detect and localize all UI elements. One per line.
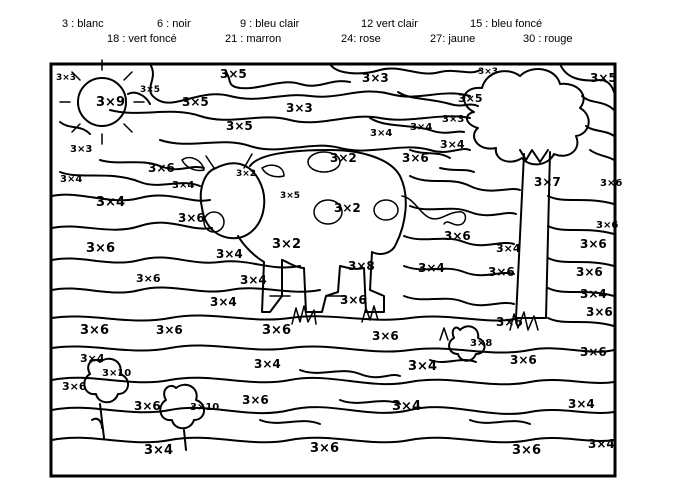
region-label: 3×6 — [262, 323, 291, 338]
region-label: 3×6 — [586, 305, 613, 319]
region-label: 3×3 — [56, 73, 76, 83]
region-label: 3×4 — [96, 195, 125, 210]
region-label: 3×6 — [512, 443, 541, 458]
region-label: 3×6 — [488, 265, 515, 279]
legend-entry-bleu-fonce: 15 : bleu foncé — [470, 18, 543, 30]
legend-entry-bleu-clair: 9 : bleu clair — [240, 18, 300, 30]
legend-entry-vert-clair: 12 vert clair — [361, 18, 418, 30]
region-label: 3×6 — [178, 211, 205, 225]
region-label: 3×5 — [140, 85, 160, 95]
picture-frame — [49, 62, 617, 478]
region-label: 3×4 — [410, 122, 432, 133]
region-label: 3×2 — [236, 169, 256, 179]
region-label: 3×4 — [496, 242, 521, 255]
region-label: 3×4 — [418, 261, 445, 275]
region-label: 3×6 — [600, 178, 622, 189]
region-label: 3×6 — [510, 353, 537, 367]
region-label: 3×6 — [136, 272, 161, 285]
region-label: 3×6 — [156, 323, 183, 337]
region-label: 3×6 — [148, 161, 175, 175]
tree — [463, 68, 590, 319]
region-label: 3×3 — [442, 114, 464, 125]
region-label: 3×6 — [340, 293, 367, 307]
region-label: 3×4 — [144, 443, 173, 458]
region-label: 3×4 — [254, 357, 281, 371]
region-label: 3×4 — [172, 180, 194, 191]
flowers — [83, 325, 486, 451]
region-label: 3×4 — [408, 359, 437, 374]
sky-region-lines — [59, 63, 615, 192]
region-label: 3×3 — [286, 101, 313, 115]
region-label: 3×5 — [590, 71, 617, 85]
region-label: 3×4 — [216, 247, 243, 261]
region-label: 3×3 — [362, 71, 389, 85]
region-label: 3×6 — [86, 241, 115, 256]
region-label: 3×5 — [458, 92, 483, 105]
region-label: 3×4 — [580, 287, 607, 301]
region-label: 3×4 — [588, 437, 615, 451]
region-label: 3×4 — [210, 295, 237, 309]
region-label: 3×5 — [226, 119, 253, 133]
region-label: 3×4 — [240, 273, 267, 287]
region-label: 3×6 — [496, 315, 523, 329]
region-label: 3×6 — [444, 229, 471, 243]
region-label: 3×6 — [596, 220, 618, 231]
legend-entry-vert-fonce: 18 : vert foncé — [107, 33, 177, 45]
region-label: 3×4 — [568, 397, 595, 411]
legend-entry-blanc: 3 : blanc — [62, 18, 104, 30]
region-label: 3×3 — [478, 67, 498, 77]
legend-entry-rouge: 30 : rouge — [523, 33, 573, 45]
region-label: 3×7 — [534, 175, 561, 189]
ground-region-lines — [51, 193, 615, 444]
region-label: 3×2 — [334, 201, 361, 215]
region-label: 3×2 — [330, 151, 357, 165]
region-label: 3×6 — [402, 151, 429, 165]
region-label: 3×6 — [576, 265, 603, 279]
cow — [181, 149, 467, 313]
region-label: 3×4 — [392, 399, 421, 414]
region-label: 3×5 — [182, 95, 209, 109]
region-label: 3×10 — [102, 368, 131, 379]
legend-entry-noir: 6 : noir — [157, 18, 191, 30]
region-label: 3×5 — [280, 191, 300, 201]
region-label: 3×6 — [372, 329, 399, 343]
region-label: 3×4 — [60, 174, 82, 185]
region-label: 3×4 — [440, 138, 465, 151]
region-label: 3×10 — [190, 402, 219, 413]
region-label: 3×6 — [80, 323, 109, 338]
region-label: 3×4 — [80, 352, 105, 365]
region-label: 3×9 — [96, 95, 125, 110]
region-label: 3×2 — [272, 237, 301, 252]
region-label: 3×6 — [62, 380, 87, 393]
legend-entry-jaune: 27: jaune — [430, 33, 476, 45]
region-label: 3×6 — [134, 399, 161, 413]
legend-entry-marron: 21 : marron — [225, 33, 282, 45]
region-label: 3×5 — [220, 67, 247, 81]
legend-entry-rose: 24: rose — [341, 33, 381, 45]
color-legend: 3 : blanc 6 : noir 9 : bleu clair 12 ver… — [0, 0, 680, 50]
sun — [59, 59, 145, 145]
region-label: 3×8 — [470, 338, 492, 349]
region-label: 3×3 — [70, 144, 92, 155]
region-label: 3×6 — [242, 393, 269, 407]
region-label: 3×6 — [580, 345, 607, 359]
grass — [291, 305, 539, 341]
region-label: 3×6 — [580, 237, 607, 251]
region-label: 3×4 — [370, 128, 392, 139]
region-label: 3×8 — [348, 259, 375, 273]
region-label: 3×6 — [310, 441, 339, 456]
